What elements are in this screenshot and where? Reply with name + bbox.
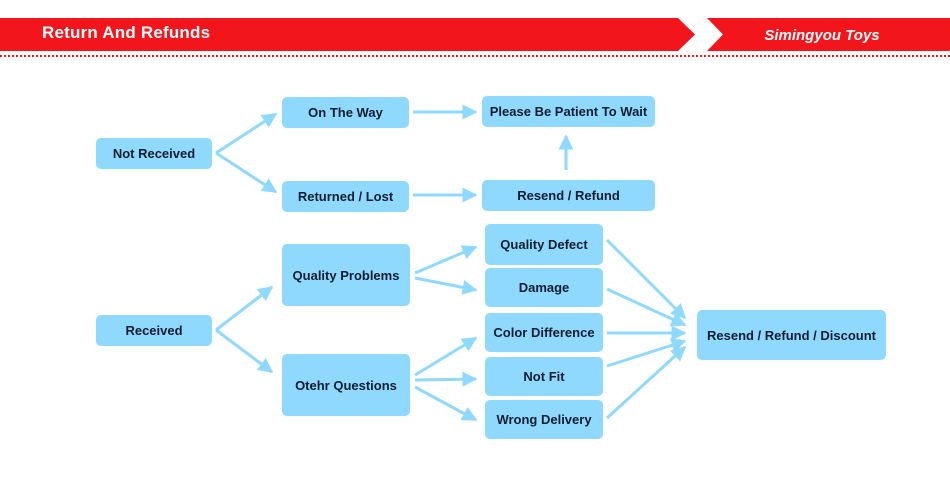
arrow-not-received-to-on-the-way	[215, 112, 278, 155]
arrow-received-to-other-questions	[215, 328, 274, 374]
node-resend-refund: Resend / Refund	[482, 180, 655, 211]
brand-banner	[707, 18, 950, 51]
node-returned-lost: Returned / Lost	[282, 181, 409, 212]
arrow-quality-problems-to-quality-defect	[414, 245, 478, 275]
arrow-quality-problems-to-damage	[414, 276, 478, 295]
arrow-quality-defect-to-discount	[605, 238, 687, 320]
node-damage: Damage	[485, 268, 603, 307]
node-other-questions: Otehr Questions	[282, 354, 410, 416]
page-title: Return And Refunds	[42, 23, 211, 42]
arrow-wrong-delivery-to-discount	[605, 345, 687, 420]
header-divider	[0, 55, 950, 57]
arrow-not-fit-to-discount	[606, 337, 687, 368]
node-color-difference: Color Difference	[485, 313, 603, 352]
node-resend-refund-discount: Resend / Refund / Discount	[697, 310, 886, 360]
header-banner	[0, 18, 695, 51]
arrow-not-received-to-returned-lost	[215, 151, 278, 194]
node-please-be-patient: Please Be Patient To Wait	[482, 96, 655, 127]
node-not-fit: Not Fit	[485, 357, 603, 396]
node-quality-problems: Quality Problems	[282, 244, 410, 306]
arrow-damage-to-discount	[606, 287, 687, 327]
node-quality-defect: Quality Defect	[485, 224, 603, 265]
node-received: Received	[96, 315, 212, 346]
node-on-the-way: On The Way	[282, 97, 409, 128]
arrow-other-questions-to-wrong-delivery	[414, 385, 478, 422]
node-not-received: Not Received	[96, 138, 212, 169]
arrow-other-questions-to-color-difference	[414, 336, 478, 377]
arrow-received-to-quality-problems	[215, 285, 274, 332]
node-wrong-delivery: Wrong Delivery	[485, 400, 603, 439]
brand-name: Simingyou Toys	[764, 27, 880, 44]
arrow-other-questions-to-not-fit	[414, 371, 478, 387]
